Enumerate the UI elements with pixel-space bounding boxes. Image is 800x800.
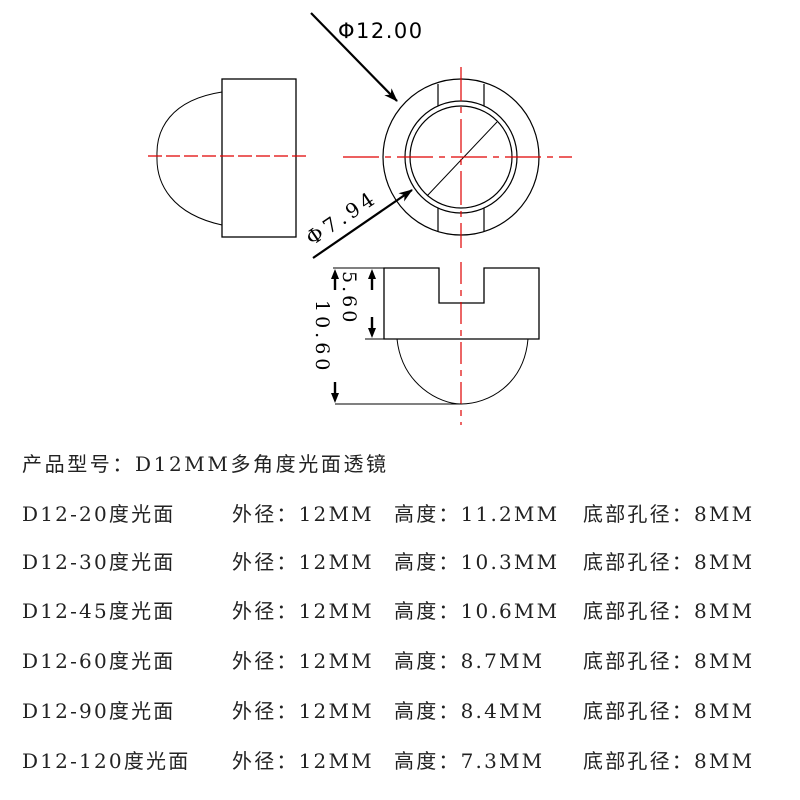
side-view-dome: [156, 91, 223, 226]
inner-diameter-label: Φ7.94: [301, 185, 382, 250]
outer-diameter-arrow: [310, 12, 398, 102]
front-view-dome: [396, 338, 529, 405]
spec-outer-diameter: 外径：12MM: [232, 699, 374, 723]
outer-diameter-label: Φ12.00: [338, 19, 424, 43]
spec-row: D12-20度光面 外径：12MM 高度：11.2MM 底部孔径：8MM: [0, 499, 800, 529]
spec-row: D12-30度光面 外径：12MM 高度：10.3MM 底部孔径：8MM: [0, 547, 800, 577]
spec-height: 高度：11.2MM: [394, 502, 560, 526]
base-height-label: 5.60: [338, 271, 360, 325]
side-view-body: [221, 78, 297, 238]
spec-outer-diameter: 外径：12MM: [232, 550, 374, 574]
spec-hole-diameter: 底部孔径：8MM: [583, 550, 755, 574]
top-view: [343, 67, 572, 248]
spec-model: D12-60度光面: [22, 649, 176, 673]
spec-model: D12-30度光面: [22, 550, 176, 574]
spec-height: 高度：10.6MM: [394, 599, 560, 623]
spec-outer-diameter: 外径：12MM: [232, 749, 374, 773]
front-view: [333, 262, 540, 425]
total-height-label: 10.60: [311, 300, 333, 374]
spec-height: 高度：8.4MM: [394, 699, 545, 723]
spec-outer-diameter: 外径：12MM: [232, 599, 374, 623]
diameter-line: [426, 121, 498, 197]
spec-height: 高度：8.7MM: [394, 649, 545, 673]
product-title: 产品型号：D12MM多角度光面透镜: [22, 452, 389, 476]
arrow-up-icon: [331, 269, 339, 279]
spec-outer-diameter: 外径：12MM: [232, 649, 374, 673]
spec-row: D12-120度光面 外径：12MM 高度：7.3MM 底部孔径：8MM: [0, 746, 800, 776]
arrow-down-icon: [331, 393, 339, 403]
spec-model: D12-45度光面: [22, 599, 176, 623]
arrow-down-icon: [368, 328, 376, 338]
spec-model: D12-120度光面: [22, 749, 191, 773]
spec-height: 高度：7.3MM: [394, 749, 545, 773]
spec-row: D12-60度光面 外径：12MM 高度：8.7MM 底部孔径：8MM: [0, 646, 800, 676]
spec-model: D12-90度光面: [22, 699, 176, 723]
spec-row: D12-45度光面 外径：12MM 高度：10.6MM 底部孔径：8MM: [0, 596, 800, 626]
height-dimensions: [331, 269, 376, 403]
spec-hole-diameter: 底部孔径：8MM: [583, 699, 755, 723]
spec-hole-diameter: 底部孔径：8MM: [583, 649, 755, 673]
arrow-up-icon: [368, 269, 376, 279]
front-view-body: [383, 267, 540, 340]
spec-outer-diameter: 外径：12MM: [232, 502, 374, 526]
spec-hole-diameter: 底部孔径：8MM: [583, 749, 755, 773]
spec-hole-diameter: 底部孔径：8MM: [583, 599, 755, 623]
technical-drawing: Φ12.00 Φ7.94 5.60 10.60: [148, 12, 572, 425]
spec-hole-diameter: 底部孔径：8MM: [583, 502, 755, 526]
inner-diameter-arrow: [312, 189, 413, 259]
spec-row: D12-90度光面 外径：12MM 高度：8.4MM 底部孔径：8MM: [0, 696, 800, 726]
spec-model: D12-20度光面: [22, 502, 176, 526]
spec-height: 高度：10.3MM: [394, 550, 560, 574]
side-view: [148, 78, 310, 238]
